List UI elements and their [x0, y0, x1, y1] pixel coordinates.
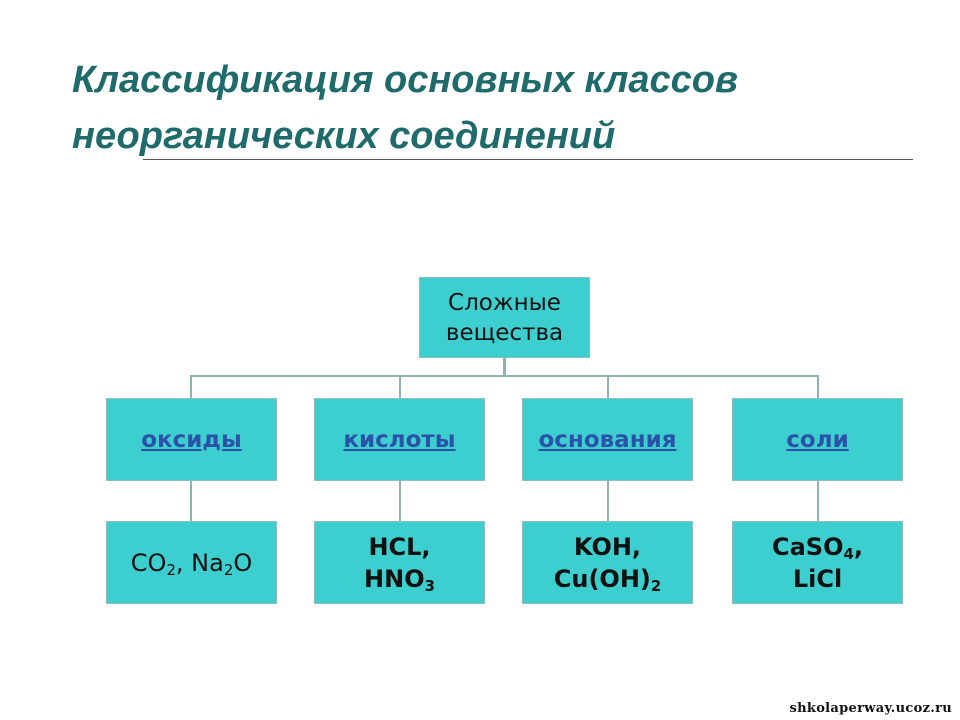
- connector-to-osnovaniya: [607, 375, 609, 398]
- slide-title-line-1: Классификация основных классов: [72, 59, 738, 101]
- connector-to-kisloty: [399, 375, 401, 398]
- formula-line-1: HCL,: [368, 532, 431, 561]
- formula-subscript: 2: [166, 560, 176, 579]
- formula-line-2: Cu(OH)2: [554, 563, 661, 595]
- formula-subscript: 3: [424, 576, 435, 595]
- connector-soli-example: [817, 481, 819, 521]
- title-underline: [143, 159, 913, 160]
- connector-kisloty-example: [399, 481, 401, 521]
- formula-line-2: HNO3: [364, 563, 435, 595]
- connector-to-oksidy: [190, 375, 192, 398]
- slide-title-line-2: неорганических соединений: [72, 115, 616, 157]
- site-watermark: shkolaperway.ucoz.ru: [789, 701, 952, 716]
- category-kisloty[interactable]: кислоты: [314, 398, 485, 481]
- formula-part: , Na: [175, 548, 224, 577]
- formula-part: CaSO: [772, 532, 844, 561]
- formula-line-2: LiCl: [792, 564, 843, 593]
- category-kisloty-label[interactable]: кислоты: [343, 426, 456, 453]
- example-oksidy-formula: CO2, Na2O: [131, 549, 252, 577]
- category-osnovaniya-label[interactable]: основания: [538, 426, 677, 453]
- example-osnovaniya: KOH, Cu(OH)2: [522, 521, 693, 604]
- category-soli-label[interactable]: соли: [786, 426, 849, 453]
- example-soli: CaSO4, LiCl: [732, 521, 903, 604]
- category-oksidy-label[interactable]: оксиды: [141, 426, 242, 453]
- formula-part: CO: [130, 548, 167, 577]
- example-oksidy: CO2, Na2O: [106, 521, 277, 604]
- formula-subscript: 2: [650, 576, 662, 595]
- category-osnovaniya[interactable]: основания: [522, 398, 693, 481]
- formula-part: O: [233, 548, 253, 577]
- formula-subscript: 2: [223, 560, 234, 579]
- example-soli-formula: CaSO4, LiCl: [772, 531, 863, 595]
- example-osnovaniya-formula: KOH, Cu(OH)2: [554, 531, 661, 595]
- category-oksidy[interactable]: оксиды: [106, 398, 277, 481]
- formula-part: Cu(OH): [553, 564, 651, 593]
- connector-oksidy-example: [190, 481, 192, 521]
- formula-subscript: 4: [843, 544, 854, 563]
- root-node-complex-substances: Сложные вещества: [419, 277, 590, 358]
- root-node-label: Сложные вещества: [445, 289, 564, 346]
- category-soli[interactable]: соли: [732, 398, 903, 481]
- formula-part: ,: [853, 532, 863, 561]
- slide-title: Классификация основных классов неорганич…: [72, 52, 738, 164]
- connector-to-soli: [817, 375, 819, 398]
- example-kisloty: HCL, HNO3: [314, 521, 485, 604]
- connector-root-stem: [503, 358, 506, 376]
- formula-line-1: KOH,: [573, 532, 642, 561]
- connector-horizontal-bar: [190, 375, 819, 377]
- formula-line-1: CaSO4,: [772, 531, 863, 563]
- connector-osnovaniya-example: [607, 481, 609, 521]
- example-kisloty-formula: HCL, HNO3: [364, 531, 435, 595]
- formula-part: HNO: [364, 564, 425, 593]
